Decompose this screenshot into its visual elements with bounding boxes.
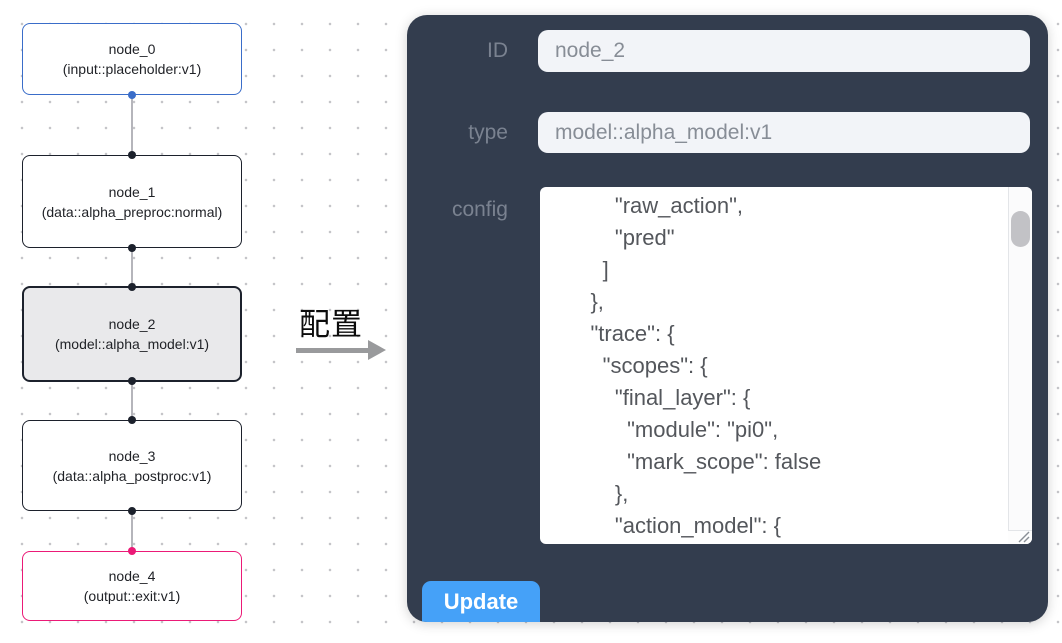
config-textarea[interactable]: "raw_action", "pred" ] }, "trace": { "sc… [540, 187, 1032, 544]
scrollbar-track[interactable] [1008, 187, 1032, 544]
edge-node1-node2 [131, 248, 133, 286]
node-subtitle: (data::alpha_postproc:v1) [52, 467, 212, 484]
node-node_3[interactable]: node_3 (data::alpha_postproc:v1) [22, 416, 242, 515]
id-field-label: ID [487, 39, 508, 62]
node-node_0[interactable]: node_0 (input::placeholder:v1) [22, 23, 242, 99]
source-handle[interactable] [128, 244, 136, 252]
scrollbar-thumb[interactable] [1011, 211, 1030, 247]
node-title: node_0 [108, 41, 156, 57]
right-arrow-icon [296, 340, 386, 360]
edge-node3-node4 [131, 511, 133, 551]
type-field-label: type [468, 121, 508, 144]
edge-node2-node3 [131, 382, 133, 420]
node-config-panel: ID type config "raw_action", "pred" ] },… [407, 15, 1048, 622]
config-annotation-label: 配置 [299, 307, 363, 342]
node-subtitle: (data::alpha_preproc:normal) [41, 203, 223, 220]
config-field-label: config [451, 198, 508, 221]
node-subtitle: (input::placeholder:v1) [62, 61, 202, 77]
node-title: node_4 [108, 568, 156, 584]
type-input[interactable] [538, 112, 1030, 153]
node-title: node_2 [108, 316, 156, 332]
config-json-text: "raw_action", "pred" ] }, "trace": { "sc… [590, 193, 822, 538]
node-node_4[interactable]: node_4 (output::exit:v1) [22, 547, 242, 621]
node-node_2[interactable]: node_2 (model::alpha_model:v1) [22, 283, 242, 385]
source-handle[interactable] [128, 377, 136, 385]
target-handle[interactable] [128, 416, 136, 424]
resize-handle-icon[interactable] [1008, 530, 1032, 544]
target-handle[interactable] [128, 547, 136, 555]
target-handle[interactable] [128, 283, 136, 291]
update-button[interactable]: Update [422, 581, 540, 622]
node-title: node_1 [108, 183, 156, 200]
node-subtitle: (output::exit:v1) [83, 588, 181, 604]
source-handle[interactable] [128, 507, 136, 515]
node-node_1[interactable]: node_1 (data::alpha_preproc:normal) [22, 151, 242, 252]
node-title: node_3 [108, 447, 156, 464]
source-handle[interactable] [128, 91, 136, 99]
target-handle[interactable] [128, 151, 136, 159]
id-input[interactable] [538, 30, 1030, 72]
edge-node0-node1 [131, 95, 133, 155]
node-subtitle: (model::alpha_model:v1) [54, 336, 210, 352]
